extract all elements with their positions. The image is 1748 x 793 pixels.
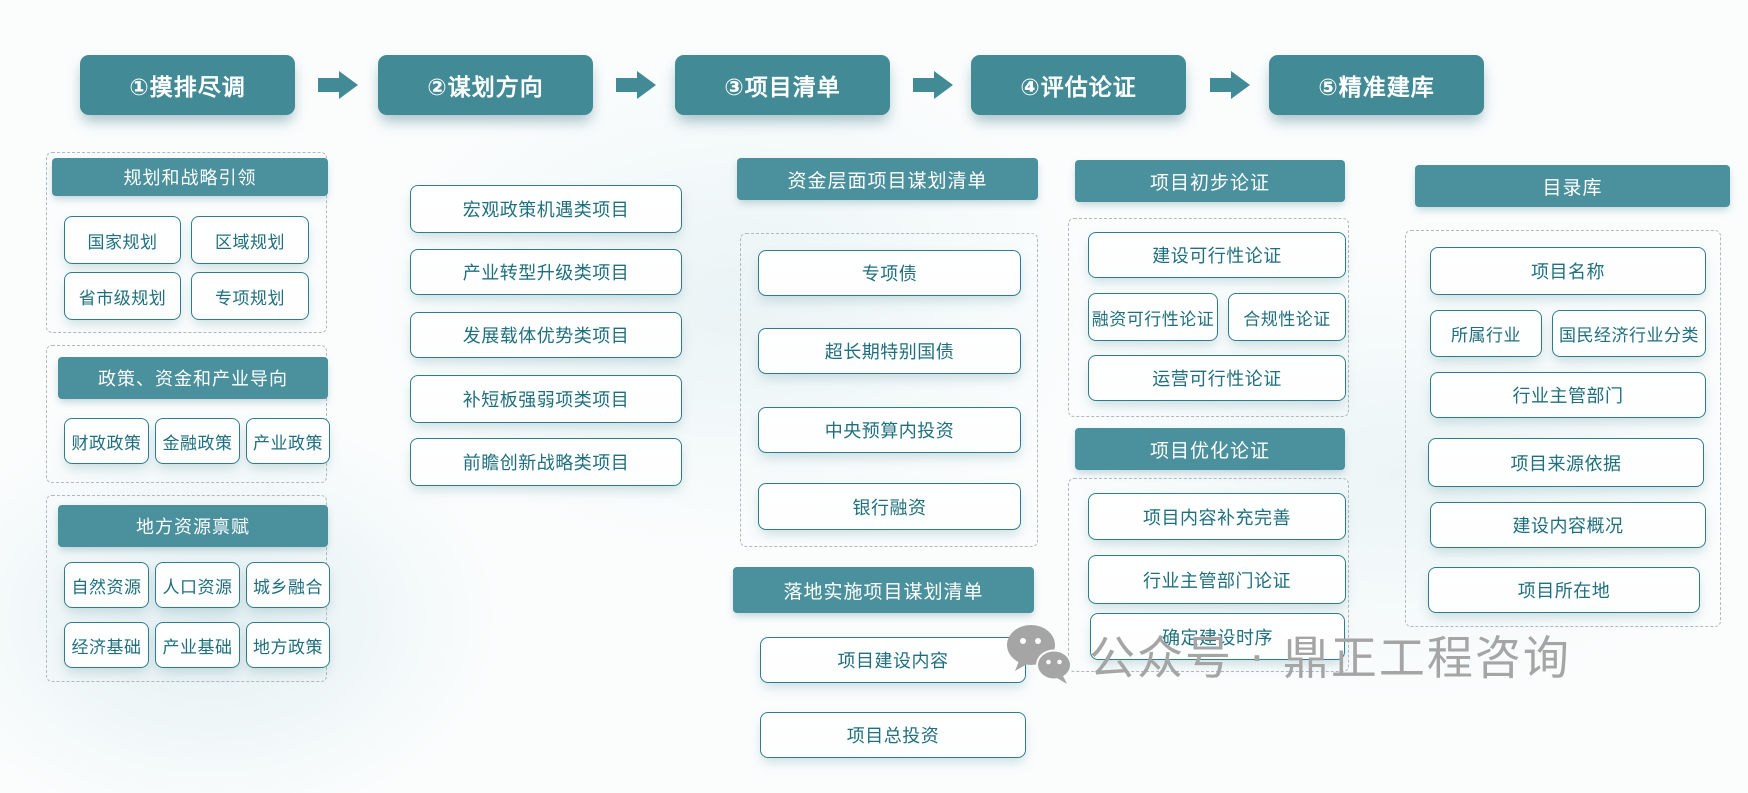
arrow-stem [1210,78,1231,92]
watermark-text: 公众号 · 鼎正工程咨询 [1089,631,1571,685]
arrow-head [339,71,358,99]
item-box: 省市级规划 [64,272,181,320]
arrow-head [1231,71,1250,99]
item-box: 专项债 [758,250,1021,296]
wechat-icon [1007,625,1072,684]
item-box: 宏观政策机遇类项目 [410,185,682,233]
item-box: 项目内容补充完善 [1088,493,1346,540]
item-box: 金融政策 [155,418,240,464]
dashed-group-initial-review [1068,218,1349,417]
arrow-stem [318,78,339,92]
item-box: 项目总投资 [760,712,1026,758]
section-header: 项目优化论证 [1075,428,1345,470]
section-header: 政策、资金和产业导向 [58,357,328,399]
item-box: 财政政策 [64,418,149,464]
item-box: 国家规划 [64,216,181,264]
item-box: 建设可行性论证 [1088,232,1346,278]
dashed-group-funding [740,233,1038,547]
step-header-3: ③项目清单 [675,55,890,115]
item-box: 项目所在地 [1428,567,1700,613]
item-box: 自然资源 [64,562,149,608]
item-box: 区域规划 [191,216,309,264]
dashed-group-catalog [1405,230,1721,627]
section-header: 规划和战略引领 [52,158,328,196]
dashed-group-policy [46,345,327,483]
item-box: 行业主管部门论证 [1088,555,1346,604]
item-box: 项目建设内容 [760,637,1026,683]
section-header: 项目初步论证 [1075,160,1345,202]
item-box: 建设内容概况 [1430,502,1706,548]
item-box: 产业基础 [155,622,240,668]
arrow-right-icon [318,71,358,99]
item-box: 合规性论证 [1228,293,1346,341]
arrow-head [934,71,953,99]
step-header-2: ②谋划方向 [378,55,593,115]
watermark: 公众号 · 鼎正工程咨询 [1005,622,1571,688]
section-header: 目录库 [1415,165,1730,207]
item-box: 产业转型升级类项目 [410,249,682,295]
arrow-right-icon [616,71,656,99]
item-box: 补短板强弱项类项目 [410,375,682,423]
item-box: 产业政策 [246,418,330,464]
dashed-group-optimization [1068,478,1349,672]
arrow-stem [913,78,934,92]
item-box: 行业主管部门 [1430,372,1706,418]
section-header: 落地实施项目谋划清单 [733,567,1034,613]
arrow-head [637,71,656,99]
section-header: 资金层面项目谋划清单 [737,158,1038,200]
arrow-right-icon [1210,71,1250,99]
item-box: 经济基础 [64,622,149,668]
item-box: 运营可行性论证 [1088,355,1346,401]
item-box: 超长期特别国债 [758,328,1021,374]
section-header: 地方资源禀赋 [58,505,328,547]
arrow-right-icon [913,71,953,99]
item-box: 发展载体优势类项目 [410,312,682,358]
item-box: 确定建设时序 [1090,613,1345,660]
item-box: 所属行业 [1430,310,1542,357]
step-header-1: ①摸排尽调 [80,55,295,115]
item-box: 地方政策 [246,622,330,668]
dashed-group-planning [46,152,327,333]
item-box: 项目来源依据 [1428,438,1704,487]
step-header-5: ⑤精准建库 [1269,55,1484,115]
item-box: 银行融资 [758,483,1021,530]
item-box: 国民经济行业分类 [1552,310,1706,357]
item-box: 中央预算内投资 [758,407,1021,453]
item-box: 项目名称 [1430,247,1706,295]
step-header-4: ④评估论证 [971,55,1186,115]
arrow-stem [616,78,637,92]
item-box: 人口资源 [155,562,240,608]
item-box: 城乡融合 [246,562,330,608]
item-box: 前瞻创新战略类项目 [410,438,682,486]
item-box: 融资可行性论证 [1088,293,1218,341]
item-box: 专项规划 [191,272,309,320]
